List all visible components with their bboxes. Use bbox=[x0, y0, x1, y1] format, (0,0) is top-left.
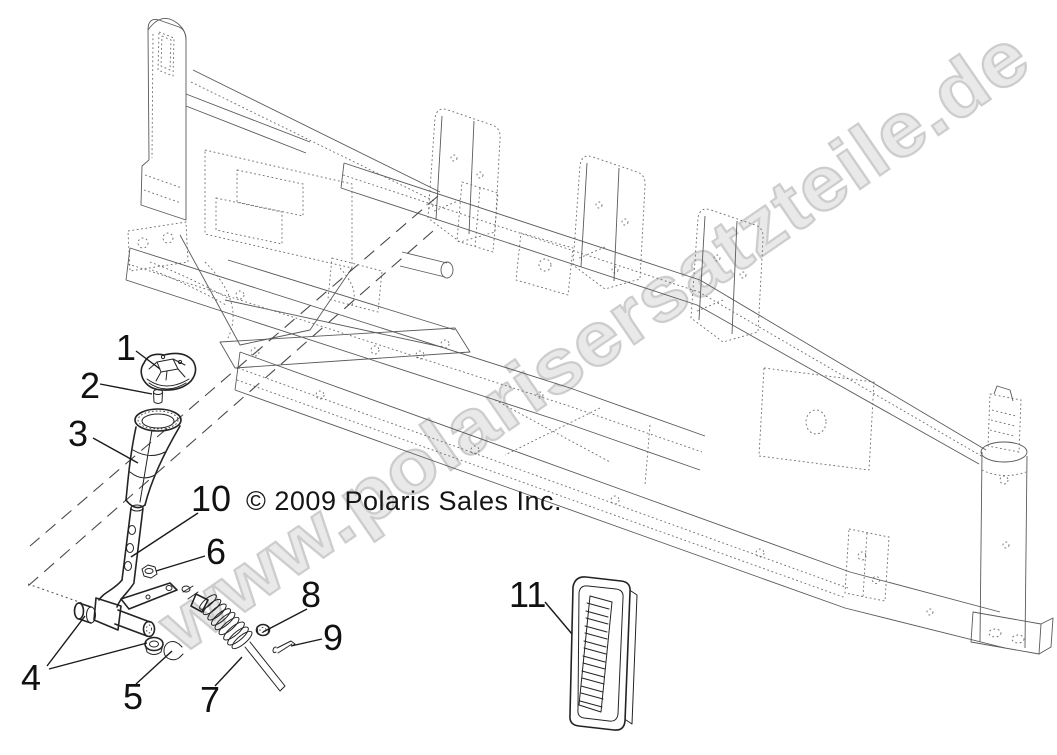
set-screw-drawing bbox=[153, 389, 163, 404]
callout-1: 1 bbox=[116, 327, 137, 368]
callout-6: 6 bbox=[206, 531, 227, 572]
frame-brace bbox=[192, 69, 441, 193]
callout-leader-lines bbox=[46, 350, 573, 687]
shift-lever-drawing bbox=[93, 504, 178, 638]
callout-7: 7 bbox=[200, 679, 221, 720]
frame-middle-rail bbox=[125, 247, 706, 471]
frame-right-post bbox=[970, 385, 1054, 655]
projection-dashed-line-lower bbox=[27, 230, 434, 587]
callout-2: 2 bbox=[80, 365, 101, 406]
watermark-text: www.polarisersatzteile.de bbox=[143, 13, 1045, 670]
copyright-notice: © 2009 Polaris Sales Inc. bbox=[246, 486, 563, 516]
nut-drawing bbox=[141, 564, 158, 579]
shift-knob-drawing bbox=[140, 352, 197, 391]
frame-upper-rail bbox=[340, 162, 987, 465]
bushings-drawing bbox=[73, 602, 164, 655]
callout-10: 10 bbox=[191, 478, 232, 519]
frame-small-bracket bbox=[844, 528, 890, 602]
frame-left-post bbox=[140, 18, 187, 221]
pedal-pad-drawing bbox=[569, 576, 638, 731]
frame-plate-with-hole bbox=[758, 367, 875, 471]
callout-5: 5 bbox=[123, 676, 144, 717]
callout-9: 9 bbox=[323, 617, 344, 658]
projection-dashed-line-upper bbox=[29, 195, 439, 547]
shifter-boot-drawing bbox=[125, 408, 182, 509]
vehicle-frame-drawing bbox=[27, 18, 1054, 655]
frame-bottom-rail bbox=[234, 351, 1006, 649]
frame-mount-bracket-1 bbox=[427, 108, 501, 243]
retaining-clip-drawing bbox=[163, 641, 184, 661]
callout-11: 11 bbox=[509, 574, 547, 615]
callout-4: 4 bbox=[21, 657, 42, 698]
frame-left-bracket-cluster bbox=[127, 93, 471, 369]
linkage-rod-spring-drawing bbox=[181, 585, 286, 692]
cotter-pin-drawing bbox=[272, 640, 296, 654]
shifter-assembly-drawing bbox=[73, 352, 638, 731]
callout-8: 8 bbox=[301, 574, 322, 615]
callout-3: 3 bbox=[68, 413, 89, 454]
